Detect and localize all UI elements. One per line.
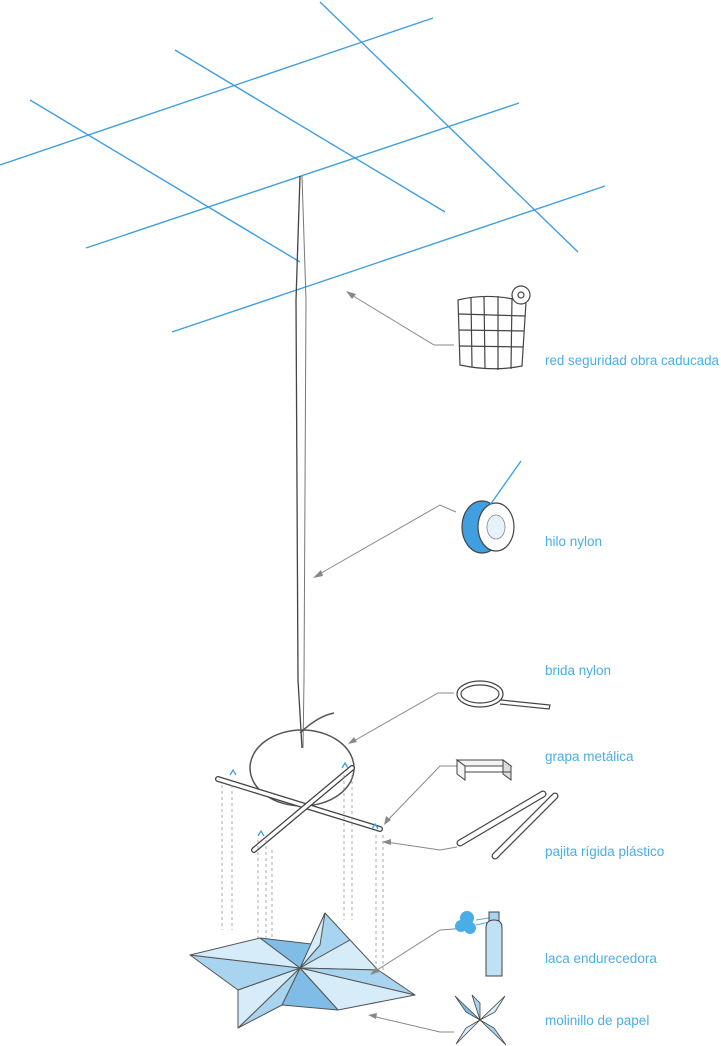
leader-arrowheads	[313, 291, 391, 1019]
straw-icon	[456, 790, 559, 860]
safety-net-grid	[0, 1, 606, 333]
spray-can-icon	[455, 911, 503, 977]
leader-lines	[315, 293, 469, 1033]
dashed-guides	[221, 775, 384, 1005]
label-nylon-tie: brida nylon	[545, 663, 611, 678]
label-safety-net: red seguridad obra caducada	[545, 353, 719, 368]
label-hardening-spray: laca endurecedora	[545, 951, 657, 966]
safety-net-icon	[457, 285, 531, 370]
label-nylon-thread: hilo nylon	[545, 534, 602, 549]
label-metal-staple: grapa metálica	[545, 749, 634, 764]
straws-cross	[215, 761, 383, 853]
paper-pinwheel	[189, 912, 416, 1029]
thread-spool-icon	[461, 460, 522, 554]
nylon-thread	[295, 175, 307, 749]
label-plastic-straw: pajita rígida plástico	[545, 844, 664, 859]
cable-tie-icon	[456, 680, 551, 710]
pinwheel-icon	[454, 994, 507, 1046]
staple-icon	[455, 759, 513, 781]
label-paper-pinwheel: molinillo de papel	[545, 1013, 649, 1028]
